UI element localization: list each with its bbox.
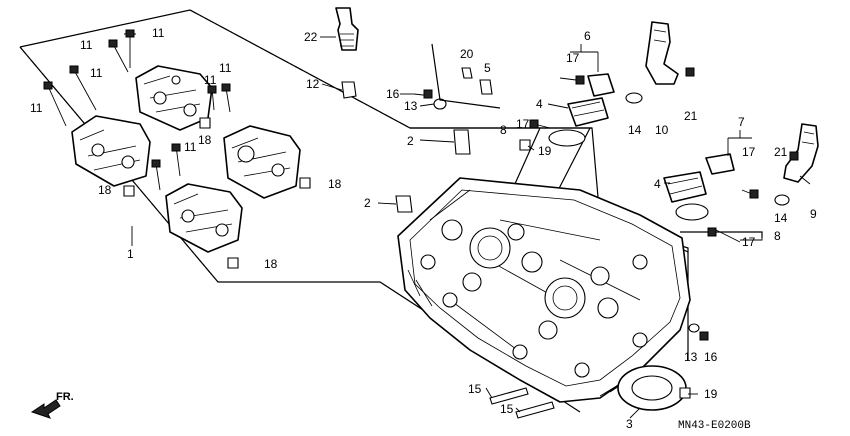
- callout-12: 12: [306, 77, 320, 91]
- callout-15-a: 15: [468, 382, 482, 396]
- callout-11-a: 11: [152, 26, 165, 40]
- bolt-washer-top: [413, 89, 447, 110]
- callout-16-a: 16: [386, 87, 400, 101]
- exhaust-port-gasket: [617, 365, 687, 411]
- callout-16-b: 16: [704, 350, 718, 364]
- plug-cap-seal: [341, 81, 357, 99]
- callout-18-d: 18: [264, 257, 278, 271]
- camshaft-holder-right: [223, 125, 301, 199]
- callout-17-d: 17: [742, 235, 756, 249]
- callout-17-c: 17: [742, 145, 756, 159]
- studs: [489, 387, 555, 419]
- callout-14-b: 14: [774, 211, 788, 225]
- callout-15-b: 15: [500, 402, 514, 416]
- callout-3: 3: [626, 417, 633, 431]
- callout-5: 5: [484, 61, 491, 75]
- callout-19-a: 19: [538, 144, 552, 158]
- callout-10: 10: [655, 123, 669, 137]
- callout-18-b: 18: [328, 177, 342, 191]
- joint-pipe-right: [774, 123, 819, 206]
- dowel-pins: [123, 117, 311, 269]
- callout-11-g: 11: [184, 140, 197, 154]
- callout-14-a: 14: [628, 123, 642, 137]
- callout-4-a: 4: [536, 97, 543, 111]
- part-code: MN43-E0200B: [678, 420, 751, 432]
- breather-fitting: [431, 43, 501, 109]
- callout-labels: 1 2 2 3 4 4 5 6 7 8 8 9 10 11 11 11 11 1…: [30, 26, 817, 431]
- camshaft-holder-left: [71, 115, 151, 187]
- callout-2-b: 2: [364, 196, 371, 210]
- callout-13-a: 13: [404, 99, 418, 113]
- callout-20: 20: [460, 47, 474, 61]
- callout-19-b: 19: [704, 387, 718, 401]
- callout-11-c: 11: [90, 66, 103, 80]
- callout-18-a: 18: [198, 133, 212, 147]
- callout-17-a: 17: [566, 51, 580, 65]
- callout-21-a: 21: [684, 109, 698, 123]
- callout-22: 22: [304, 30, 318, 44]
- callout-8-b: 8: [774, 229, 781, 243]
- callout-13-b: 13: [684, 350, 698, 364]
- callout-8-a: 8: [500, 123, 507, 137]
- callout-18-c: 18: [98, 183, 112, 197]
- joint-pipe-top: [625, 21, 695, 104]
- cylinder-head: [397, 177, 691, 403]
- insulator-left: [519, 73, 615, 151]
- callout-6: 6: [584, 29, 591, 43]
- camshaft-holder-bottom: [165, 183, 243, 253]
- callout-leaders: [131, 36, 811, 419]
- callout-21-b: 21: [774, 145, 788, 159]
- front-arrow: FR.: [30, 391, 74, 419]
- camshaft-holder-top: [135, 65, 213, 131]
- insulator-right: [663, 153, 759, 243]
- callout-11-b: 11: [80, 38, 93, 52]
- callout-1: 1: [127, 247, 134, 261]
- holder-bolts: [43, 29, 231, 191]
- callout-7: 7: [738, 115, 745, 129]
- bolt-washer-bottom: [679, 323, 709, 399]
- callout-11-f: 11: [219, 61, 232, 75]
- callout-17-b: 17: [516, 117, 530, 131]
- collars: [395, 129, 471, 213]
- callout-4-b: 4: [654, 177, 661, 191]
- callout-11-d: 11: [30, 101, 43, 115]
- callout-9: 9: [810, 207, 817, 221]
- callout-2-a: 2: [407, 134, 414, 148]
- callout-11-e: 11: [204, 73, 217, 87]
- front-label: FR.: [56, 391, 74, 403]
- spark-plug: [335, 7, 359, 51]
